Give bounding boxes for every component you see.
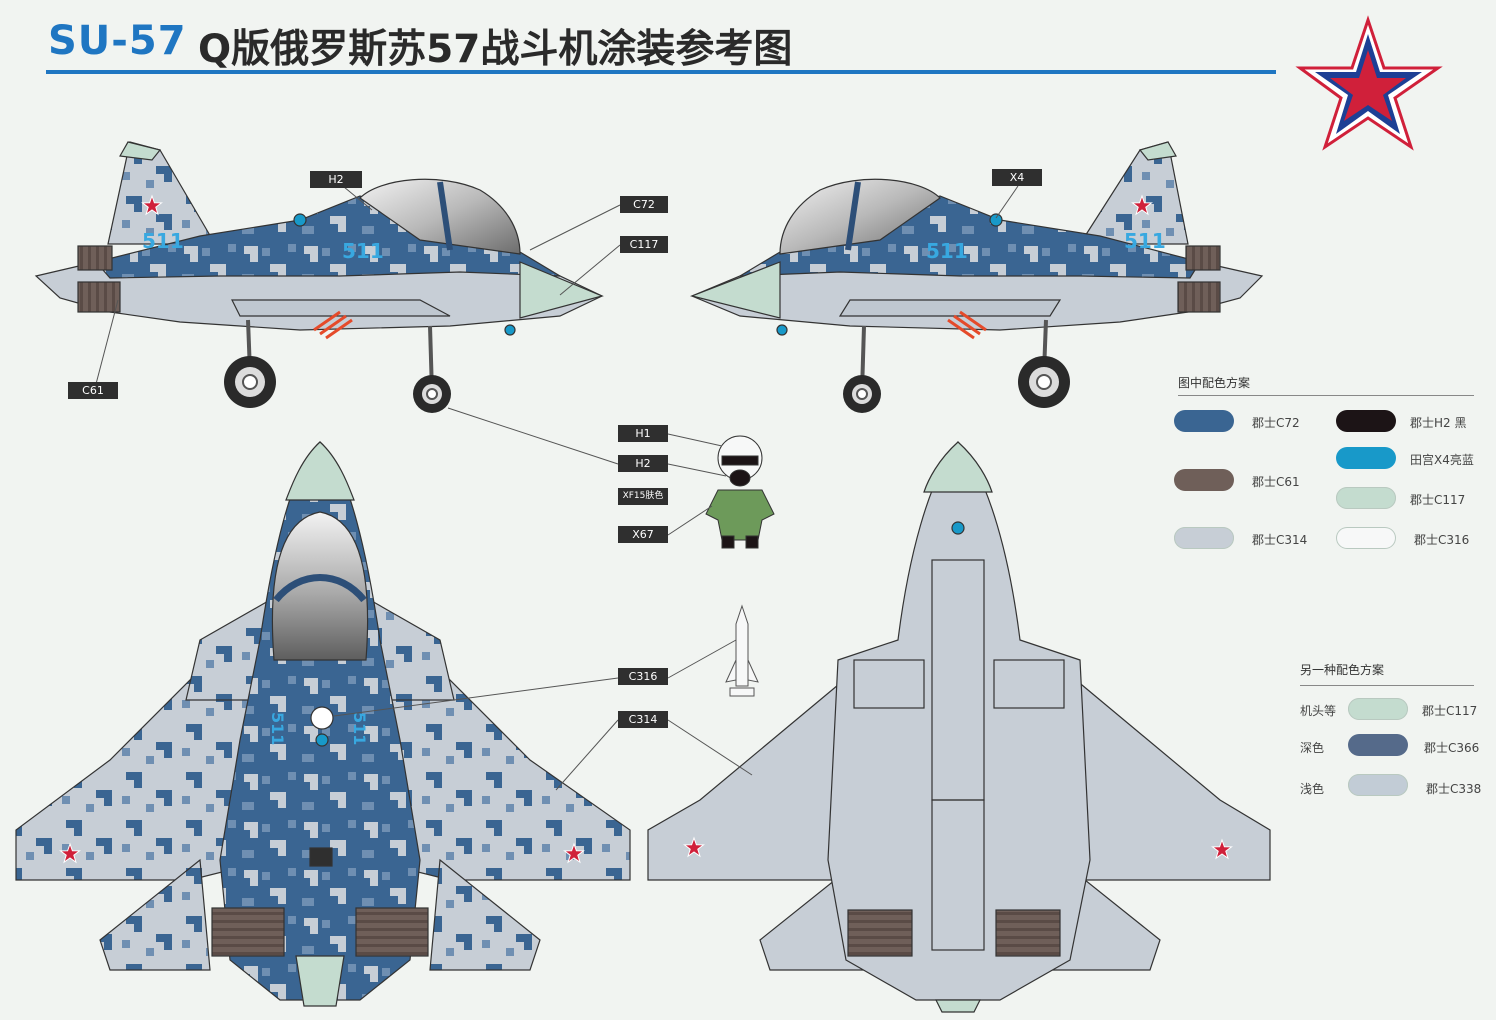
alt-swatch-c117 xyxy=(1348,698,1408,720)
header-rule xyxy=(46,70,1276,74)
missile-illustration xyxy=(725,604,759,697)
swatch-h2 xyxy=(1336,410,1396,432)
callout-x4: X4 xyxy=(992,169,1042,186)
legend-main-rule xyxy=(1178,395,1474,396)
main-wheel-right xyxy=(1017,355,1071,409)
callout-xf15: XF15肤色 xyxy=(618,488,668,505)
main-wheel-left xyxy=(223,355,277,409)
leader-lines xyxy=(95,185,1019,791)
page-title: Q版俄罗斯苏57战斗机涂装参考图 xyxy=(198,27,793,72)
callout-h2-canopy: H2 xyxy=(310,171,362,188)
alt-label-c366: 郡士C366 xyxy=(1424,741,1480,755)
alt-label-c117: 郡士C117 xyxy=(1422,704,1478,718)
alt-swatch-c366 xyxy=(1348,734,1408,756)
swatch-label-c316: 郡士C316 xyxy=(1414,533,1470,547)
callout-h2-pilot: H2 xyxy=(618,455,668,472)
callout-c117: C117 xyxy=(620,236,668,253)
alt-label-c338: 郡士C338 xyxy=(1426,782,1482,796)
legend-alt-title: 另一种配色方案 xyxy=(1300,663,1385,677)
spine-number-right: 511 xyxy=(350,712,369,745)
swatch-c72 xyxy=(1174,410,1234,432)
callout-c314: C314 xyxy=(618,711,668,728)
side-view-left xyxy=(34,141,604,393)
alt-part-light: 浅色 xyxy=(1300,782,1325,796)
fuselage-number-right: 511 xyxy=(926,239,968,263)
pilot-figure xyxy=(705,435,775,549)
spine-number-left: 511 xyxy=(268,712,287,745)
swatch-c316 xyxy=(1336,527,1396,549)
alt-swatch-c338 xyxy=(1348,774,1408,796)
swatch-label-c314: 郡士C314 xyxy=(1252,533,1308,547)
callout-h1: H1 xyxy=(618,425,668,442)
fuselage-number-left: 511 xyxy=(342,239,384,263)
bottom-view xyxy=(647,441,1271,1013)
callout-c72: C72 xyxy=(620,196,668,213)
fin-number-right: 511 xyxy=(1124,229,1166,253)
swatch-label-c61: 郡士C61 xyxy=(1252,475,1300,489)
swatch-x4 xyxy=(1336,447,1396,469)
callout-c316: C316 xyxy=(618,668,668,685)
nose-wheel-left xyxy=(412,374,452,414)
swatch-label-h2: 郡士H2 黑 xyxy=(1410,416,1467,430)
legend-main-title: 图中配色方案 xyxy=(1178,376,1251,390)
page-header: SU-57 Q版俄罗斯苏57战斗机涂装参考图 xyxy=(46,14,1278,76)
callout-c61: C61 xyxy=(68,382,118,399)
swatch-label-c117: 郡士C117 xyxy=(1410,493,1466,507)
legend-alt-rule xyxy=(1300,685,1474,686)
swatch-label-c72: 郡士C72 xyxy=(1252,416,1300,430)
swatch-c314 xyxy=(1174,527,1234,549)
callout-x67: X67 xyxy=(618,526,668,543)
model-code: SU-57 xyxy=(48,18,187,64)
swatch-label-x4: 田宫X4亮蓝 xyxy=(1410,453,1474,467)
swatch-c61 xyxy=(1174,469,1234,491)
top-view xyxy=(15,441,631,1007)
alt-part-nose: 机头等 xyxy=(1300,704,1337,718)
fin-number-left: 511 xyxy=(142,229,184,253)
swatch-c117 xyxy=(1336,487,1396,509)
alt-part-dark: 深色 xyxy=(1300,741,1325,755)
side-view-right xyxy=(690,141,1264,393)
nose-wheel-right xyxy=(842,374,882,414)
russian-star-emblem xyxy=(1295,15,1443,151)
